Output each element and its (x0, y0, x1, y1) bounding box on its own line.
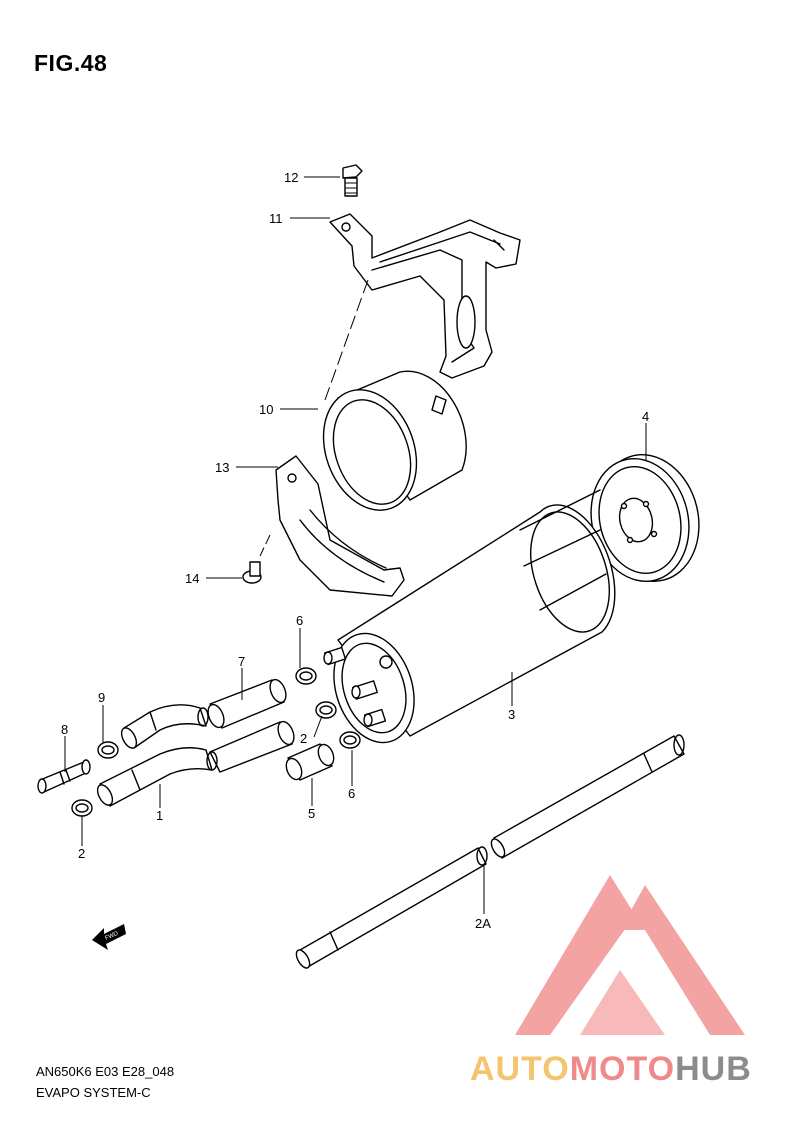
svg-text:AUTOMOTOHUB: AUTOMOTOHUB (470, 1050, 752, 1088)
clamp-2-mid (315, 701, 337, 719)
clamp-6-upper (295, 667, 317, 685)
part-label-5: 5 (308, 806, 315, 821)
part-label-11: 11 (269, 211, 283, 226)
part-label-2-mid: 2 (300, 731, 307, 746)
hose-7 (207, 678, 287, 729)
part-label-10: 10 (259, 402, 273, 417)
canister-3 (323, 489, 616, 744)
part-label-2-lower: 2 (78, 846, 85, 861)
part-label-1: 1 (156, 808, 163, 823)
diagram-name: EVAPO SYSTEM-C (36, 1085, 151, 1100)
part-label-6-upper: 6 (296, 613, 303, 628)
canister-cap-4 (590, 454, 700, 582)
hose-1 (96, 720, 295, 807)
part-label-6-lower: 6 (348, 786, 355, 801)
part-label-2a: 2A (475, 916, 491, 931)
fwd-label: FWD (104, 931, 120, 942)
part-label-4: 4 (642, 409, 649, 424)
automotohub-logo: AUTOMOTOHUB (470, 875, 752, 1088)
part-label-7: 7 (238, 654, 245, 669)
clamp-6-lower (339, 731, 361, 749)
part-label-9: 9 (98, 690, 105, 705)
clamp-9 (97, 741, 119, 759)
logo-moto: MOTO (570, 1050, 675, 1088)
figure-title: FIG.48 (34, 50, 108, 76)
screw-14 (242, 561, 262, 584)
hose-9 (120, 704, 209, 749)
logo-hub: HUB (675, 1050, 752, 1088)
part-label-8: 8 (61, 722, 68, 737)
joint-8 (37, 759, 91, 794)
part-label-12: 12 (284, 170, 298, 185)
part-label-13: 13 (215, 460, 229, 475)
hose-2a (295, 734, 685, 969)
clamp-2-lower (71, 799, 93, 817)
logo-auto: AUTO (470, 1050, 570, 1088)
bolt-12 (342, 164, 363, 197)
cushion-band-10 (322, 370, 467, 511)
fwd-arrow-icon: FWD (92, 924, 126, 950)
hose-5 (285, 743, 335, 781)
bracket-11 (329, 213, 521, 379)
triangle-logo-icon (515, 875, 745, 1035)
part-label-14: 14 (185, 571, 199, 586)
diagram-code: AN650K6 E03 E28_048 (36, 1064, 175, 1079)
part-label-3: 3 (508, 707, 515, 722)
bracket-13 (275, 455, 405, 597)
